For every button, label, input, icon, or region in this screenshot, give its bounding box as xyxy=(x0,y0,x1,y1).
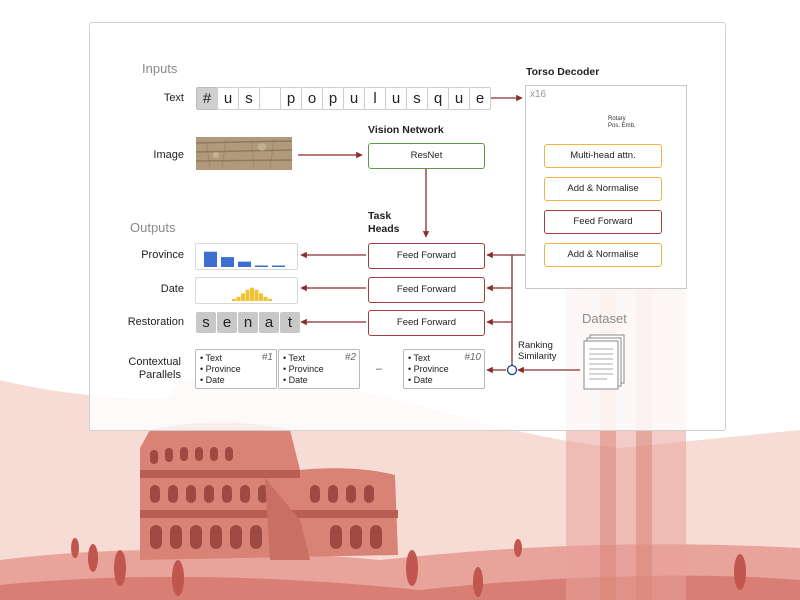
date-bar xyxy=(268,298,272,301)
resnet-box: ResNet xyxy=(368,143,485,169)
date-bar xyxy=(254,289,259,301)
feed-forward-date: Feed Forward xyxy=(368,277,485,303)
rotary-line2: Pos. Emb. xyxy=(608,123,636,129)
context-card-10: Text Province Date #10 xyxy=(403,349,485,389)
restoration-token: e xyxy=(217,312,237,333)
text-token: e xyxy=(469,87,491,110)
context-card-1: Text Province Date #1 xyxy=(195,349,277,389)
context-card-item: Text xyxy=(200,353,276,364)
dataset-label: Dataset xyxy=(582,311,627,326)
context-card-item: Province xyxy=(200,364,276,375)
date-histogram xyxy=(232,287,272,301)
contextual-label-line1: Contextual xyxy=(128,356,181,368)
province-bar xyxy=(221,257,234,267)
restoration-token: n xyxy=(238,312,258,333)
colosseum xyxy=(140,422,398,560)
contextual-parallels-label: Contextual Parallels xyxy=(100,356,181,382)
province-bar xyxy=(255,265,268,267)
context-card-item: Date xyxy=(200,375,276,386)
restoration-token: a xyxy=(259,312,279,333)
province-bar xyxy=(238,261,251,267)
date-bar xyxy=(259,293,263,301)
text-token: q xyxy=(427,87,449,110)
inputs-heading: Inputs xyxy=(142,61,178,76)
text-token: u xyxy=(343,87,365,110)
date-chart xyxy=(195,277,298,304)
province-bar xyxy=(272,265,285,267)
date-bar xyxy=(250,287,254,301)
date-bar xyxy=(245,289,250,301)
date-bar xyxy=(263,296,268,301)
context-card-item: Province xyxy=(408,364,484,375)
restoration-token: s xyxy=(196,312,216,333)
image-label: Image xyxy=(153,149,184,161)
add-normalise-box-1: Add & Normalise xyxy=(544,177,662,201)
province-chart xyxy=(195,243,298,270)
text-label: Text xyxy=(163,92,184,104)
torso-feed-forward-box: Feed Forward xyxy=(544,210,662,234)
ranking-node xyxy=(506,364,518,376)
outputs-heading: Outputs xyxy=(130,220,176,235)
rotary-line1: Rotary xyxy=(608,116,626,122)
text-token: u xyxy=(217,87,239,110)
text-token: u xyxy=(385,87,407,110)
context-card-item: Date xyxy=(283,375,359,386)
province-bars xyxy=(204,251,285,267)
contextual-label-line2: Parallels xyxy=(138,369,181,381)
task-heads-title-line2: Heads xyxy=(368,223,400,235)
date-bar xyxy=(241,293,245,301)
restoration-label: Restoration xyxy=(127,316,184,328)
context-card-item: Text xyxy=(283,353,359,364)
text-token xyxy=(259,87,281,110)
ellipsis: – xyxy=(376,363,383,375)
feed-forward-province: Feed Forward xyxy=(368,243,485,269)
context-card-item: Text xyxy=(408,353,484,364)
cypress-trees xyxy=(71,538,746,597)
date-bar xyxy=(236,296,241,301)
text-token: p xyxy=(322,87,344,110)
ranking-line1: Ranking xyxy=(518,340,553,351)
task-heads-title: Task Heads xyxy=(368,210,400,236)
ranking-line2: Similarity xyxy=(518,351,557,362)
add-normalise-box-2: Add & Normalise xyxy=(544,243,662,267)
province-bar xyxy=(204,251,217,267)
date-label: Date xyxy=(160,283,184,295)
context-card-number: #1 xyxy=(261,352,273,363)
ranking-similarity-label: Ranking Similarity xyxy=(518,340,557,362)
vision-network-title: Vision Network xyxy=(368,124,444,136)
multi-head-attention-box: Multi-head attn. xyxy=(544,144,662,168)
context-card-number: #2 xyxy=(344,352,356,363)
province-label: Province xyxy=(141,249,184,261)
text-token: s xyxy=(238,87,260,110)
task-heads-title-line1: Task xyxy=(368,210,392,222)
restoration-token: t xyxy=(280,312,300,333)
context-card-2: Text Province Date #2 xyxy=(278,349,360,389)
feed-forward-restoration: Feed Forward xyxy=(368,310,485,336)
torso-decoder-title: Torso Decoder xyxy=(526,66,600,78)
date-bar xyxy=(232,298,236,301)
text-token: u xyxy=(448,87,470,110)
text-token: # xyxy=(196,87,218,110)
text-token: l xyxy=(364,87,386,110)
text-token: s xyxy=(406,87,428,110)
context-card-item: Province xyxy=(283,364,359,375)
context-card-item: Date xyxy=(408,375,484,386)
rotary-label: Rotary Pos. Emb. xyxy=(608,116,636,130)
inscription-image xyxy=(196,137,292,170)
context-card-number: #10 xyxy=(464,352,481,363)
repeat-label: x16 xyxy=(530,89,547,100)
text-token: p xyxy=(280,87,302,110)
dataset-icon xyxy=(583,334,625,390)
text-token: o xyxy=(301,87,323,110)
